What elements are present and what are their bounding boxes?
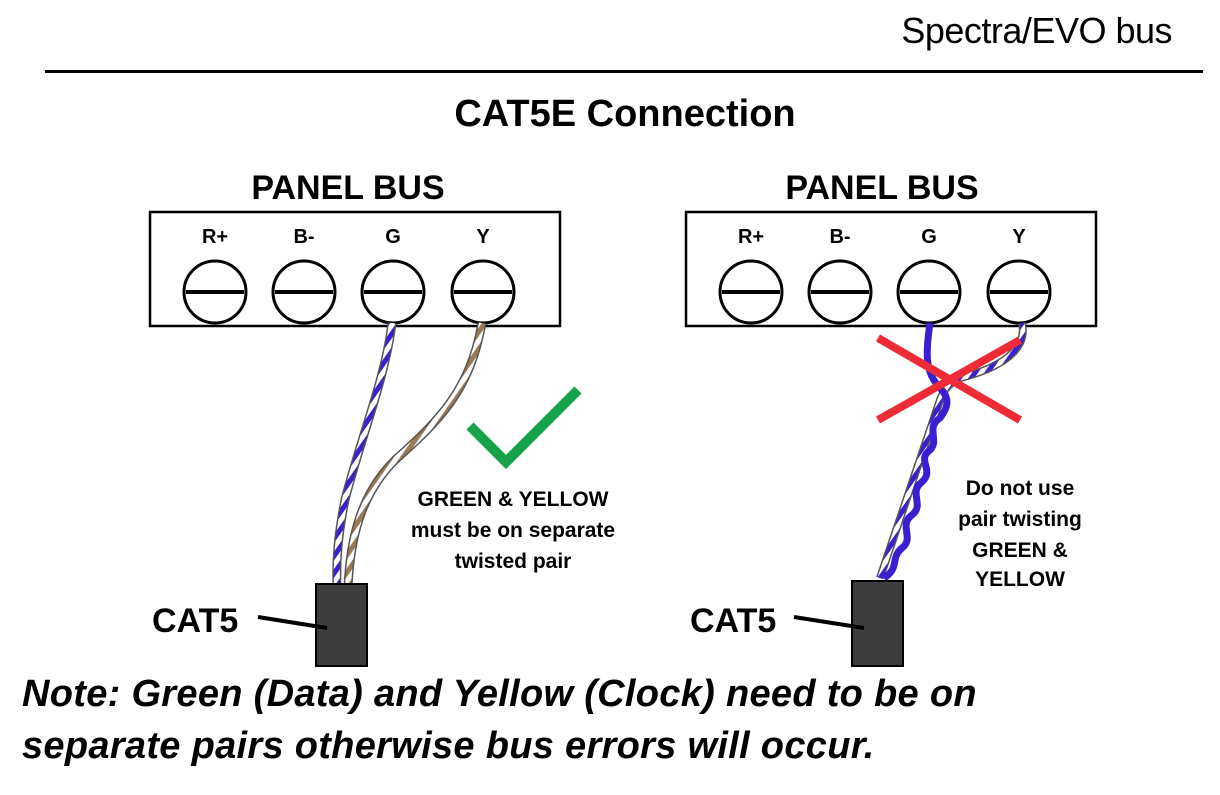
terminal-label: Y <box>1012 226 1026 248</box>
panel-correct: PANEL BUS R+ B- G Y <box>148 169 615 667</box>
caption-line: Do not use <box>966 477 1075 500</box>
panel-title: PANEL BUS <box>251 169 444 207</box>
terminal-y: Y <box>986 226 1052 325</box>
terminal-label: G <box>921 226 937 248</box>
note-line: separate pairs otherwise bus errors will… <box>22 725 875 767</box>
check-mark-icon <box>466 386 582 470</box>
terminal-label: G <box>385 226 401 248</box>
cat5-cable <box>315 583 368 667</box>
caption-line: must be on separate <box>411 519 615 542</box>
green-wire <box>332 322 397 589</box>
terminal-r-plus: R+ <box>182 226 248 325</box>
panel-title: PANEL BUS <box>785 169 978 207</box>
cable-leader-line <box>793 615 865 630</box>
terminal-label: B- <box>829 226 850 248</box>
terminal-r-plus: R+ <box>718 226 784 325</box>
caption-line: YELLOW <box>975 568 1065 591</box>
panel-incorrect: PANEL BUS R+ B- G Y <box>684 169 1098 667</box>
caption-line: twisted pair <box>455 550 572 573</box>
terminal-b-minus: B- <box>807 226 873 325</box>
cable-leader-line <box>257 615 328 630</box>
terminal-label: R+ <box>738 226 764 248</box>
note-line: Note: Green (Data) and Yellow (Clock) ne… <box>22 673 977 715</box>
red-x-icon <box>875 334 1023 424</box>
terminal-y: Y <box>450 226 516 325</box>
caption-line: GREEN & <box>972 539 1068 562</box>
cable-label: CAT5 <box>152 602 238 640</box>
header-title: Spectra/EVO bus <box>901 10 1172 51</box>
terminal-b-minus: B- <box>271 226 337 325</box>
yellow-wire <box>343 322 487 589</box>
note-text: Note: Green (Data) and Yellow (Clock) ne… <box>22 668 1202 772</box>
main-title: CAT5E Connection <box>454 93 796 135</box>
caption-line: GREEN & YELLOW <box>418 488 609 511</box>
terminal-label: Y <box>476 226 490 248</box>
cat5-cable <box>851 580 904 667</box>
caption-line: pair twisting <box>958 508 1082 531</box>
cable-label: CAT5 <box>690 602 776 640</box>
terminal-g: G <box>360 226 426 325</box>
terminal-label: R+ <box>202 226 228 248</box>
terminal-label: B- <box>293 226 314 248</box>
header-divider <box>45 70 1203 73</box>
